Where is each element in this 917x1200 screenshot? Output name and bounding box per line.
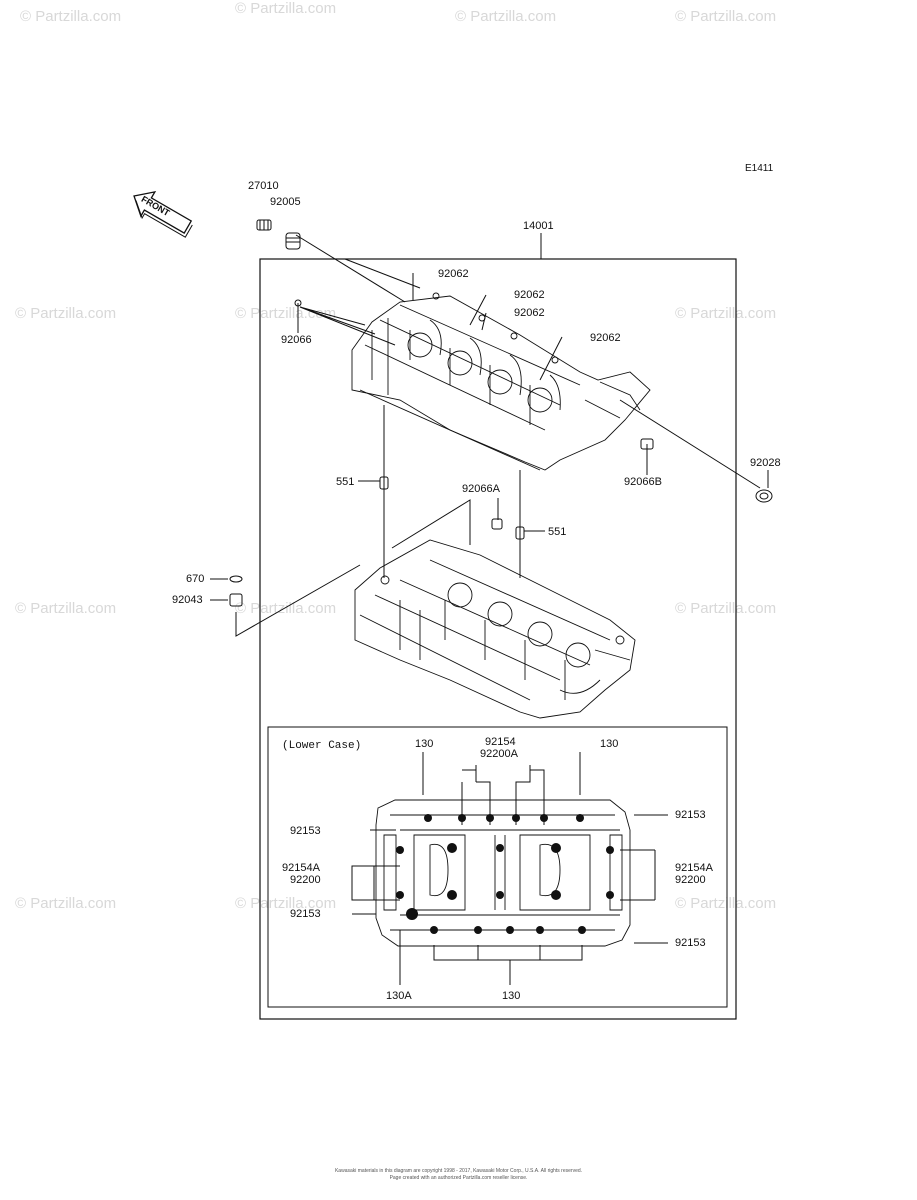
part-27010[interactable]: 27010 (248, 180, 279, 192)
watermark: © Partzilla.com (15, 600, 117, 617)
part-130[interactable]: 130 (502, 990, 521, 1002)
plug-92066b (640, 438, 654, 450)
part-92153[interactable]: 92153 (290, 908, 321, 920)
part-670[interactable]: 670 (186, 573, 205, 585)
lower-case-inset-frame (267, 726, 728, 1008)
watermark: © Partzilla.com (235, 0, 337, 17)
part-92153[interactable]: 92153 (675, 809, 706, 821)
part-92200[interactable]: 92200 (290, 874, 321, 886)
cap-92028 (755, 489, 773, 503)
part-92066[interactable]: 92066 (281, 334, 312, 346)
plug-92043 (229, 593, 243, 607)
watermark: © Partzilla.com (15, 305, 117, 322)
part-92062[interactable]: 92062 (514, 289, 545, 301)
plug-92066a (491, 518, 503, 530)
watermark: © Partzilla.com (15, 895, 117, 912)
lower-crankcase (354, 539, 636, 719)
part-92066a[interactable]: 92066A (462, 483, 500, 495)
part-130a[interactable]: 130A (386, 990, 412, 1002)
part-92066b[interactable]: 92066B (624, 476, 662, 488)
plug-92066 (294, 299, 302, 307)
part-130[interactable]: 130 (415, 738, 434, 750)
part-92062[interactable]: 92062 (438, 268, 469, 280)
part-92200a[interactable]: 92200A (480, 748, 518, 760)
o-ring-670 (229, 575, 243, 583)
front-arrow-icon (133, 190, 193, 238)
lower-case-plan-view (375, 799, 631, 947)
part-551[interactable]: 551 (548, 526, 567, 538)
fitting-92005 (285, 232, 301, 250)
dowel-551-upper (379, 476, 389, 490)
part-551[interactable]: 551 (336, 476, 355, 488)
bolt-27010 (256, 219, 272, 231)
copyright-footer: Kawasaki materials in this diagram are c… (334, 1168, 583, 1181)
part-92154[interactable]: 92154 (485, 736, 516, 748)
assembly-frame (259, 258, 737, 1020)
part-92200[interactable]: 92200 (675, 874, 706, 886)
part-130[interactable]: 130 (600, 738, 619, 750)
inset-title: (Lower Case) (282, 740, 362, 752)
watermark: © Partzilla.com (20, 8, 122, 25)
watermark: © Partzilla.com (675, 600, 777, 617)
part-14001[interactable]: 14001 (523, 220, 554, 232)
watermark: © Partzilla.com (675, 305, 777, 322)
part-92028[interactable]: 92028 (750, 457, 781, 469)
part-92062[interactable]: 92062 (590, 332, 621, 344)
part-92153[interactable]: 92153 (290, 825, 321, 837)
part-92062[interactable]: 92062 (514, 307, 545, 319)
lower-case-bolts (396, 814, 614, 934)
watermark: © Partzilla.com (675, 895, 777, 912)
watermark: © Partzilla.com (455, 8, 557, 25)
part-92153[interactable]: 92153 (675, 937, 706, 949)
diagram-code: E1411 (745, 163, 774, 174)
watermark: © Partzilla.com (675, 8, 777, 25)
part-92154a[interactable]: 92154A (675, 862, 713, 874)
upper-crankcase (351, 292, 651, 471)
part-92043[interactable]: 92043 (172, 594, 203, 606)
part-92154a[interactable]: 92154A (282, 862, 320, 874)
part-92005[interactable]: 92005 (270, 196, 301, 208)
dowel-551-lower (515, 526, 525, 540)
